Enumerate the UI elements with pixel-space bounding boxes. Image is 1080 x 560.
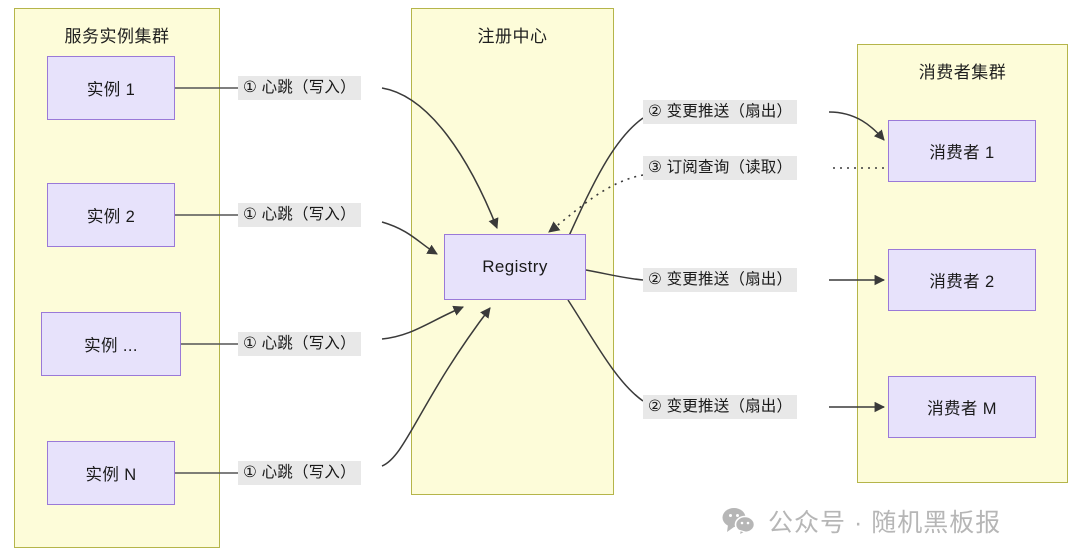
cluster-title-consumers: 消费者集群 [918, 63, 1007, 82]
node-instance-ellipsis-label: 实例 ... [84, 337, 138, 355]
node-registry[interactable]: Registry [444, 234, 586, 300]
node-consumer-2[interactable]: 消费者 2 [888, 249, 1036, 311]
watermark: 公众号 · 随机黑板报 [722, 503, 1001, 539]
watermark-text: 公众号 · 随机黑板报 [768, 509, 1002, 537]
edge-label-subscribe: ③ 订阅查询（读取） [643, 156, 798, 180]
node-consumer-m[interactable]: 消费者 M [888, 376, 1036, 438]
node-consumer-m-label: 消费者 M [927, 400, 997, 418]
edge-label-heartbeat-1: ① 心跳（写入） [238, 76, 361, 100]
node-instance-1-label: 实例 1 [86, 81, 136, 99]
node-instance-1[interactable]: 实例 1 [47, 56, 175, 120]
cluster-title-service-instances: 服务实例集群 [64, 27, 170, 46]
edge-label-push-1: ② 变更推送（扇出） [643, 100, 798, 124]
node-instance-2-label: 实例 2 [86, 208, 136, 226]
node-consumer-1[interactable]: 消费者 1 [888, 120, 1036, 182]
edge-label-push-2: ② 变更推送（扇出） [643, 268, 798, 292]
edge-label-push-3: ② 变更推送（扇出） [643, 395, 798, 419]
wechat-icon [722, 507, 756, 535]
node-instance-n-label: 实例 N [85, 466, 137, 484]
cluster-title-registry-center: 注册中心 [477, 27, 548, 46]
node-instance-2[interactable]: 实例 2 [47, 183, 175, 247]
node-consumer-2-label: 消费者 2 [929, 273, 995, 291]
edge-label-heartbeat-3: ① 心跳（写入） [238, 332, 361, 356]
node-instance-ellipsis[interactable]: 实例 ... [41, 312, 181, 376]
node-instance-n[interactable]: 实例 N [47, 441, 175, 505]
node-registry-label: Registry [482, 257, 548, 276]
node-consumer-1-label: 消费者 1 [929, 144, 995, 162]
edge-label-heartbeat-4: ① 心跳（写入） [238, 461, 361, 485]
edge-label-heartbeat-2: ① 心跳（写入） [238, 203, 361, 227]
